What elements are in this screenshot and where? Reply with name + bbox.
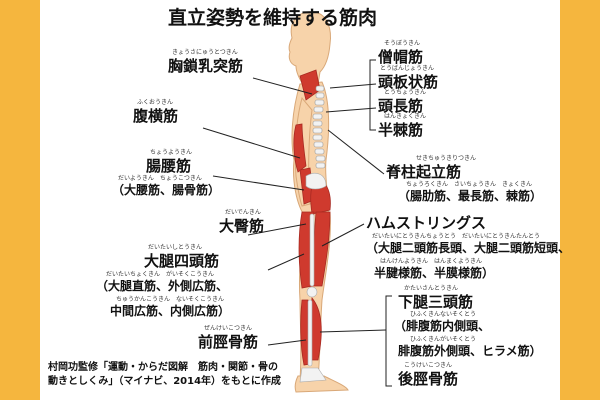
credit-line-1: 村岡功監修「運動・からだ図解 筋肉・関節・骨の [48, 362, 278, 373]
furigana-sternocleidomastoid: きょうさにゅうとつきん [172, 49, 238, 56]
furigana-splenius: とうばんじょうきん [380, 65, 435, 72]
label-tibialis-anterior: 前脛骨筋 [198, 333, 259, 351]
leader-lines [202, 59, 392, 387]
label-gluteus: 大臀筋 [219, 217, 265, 235]
femur-bone [309, 213, 315, 287]
label-quadriceps-sub2: 中間広筋、内側広筋） [110, 304, 231, 318]
pelvis-bone [305, 173, 327, 190]
label-splenius: 頭板状筋 [378, 73, 439, 91]
furigana-transversus: ふくおうきん [137, 99, 174, 106]
furigana-quadriceps-sub1: だいたいちょくきん がいそくこうきん [106, 271, 215, 278]
label-transversus: 腹横筋 [133, 107, 179, 125]
label-erector-spinae: 脊柱起立筋 [386, 163, 462, 181]
label-quadriceps: 大腿四頭筋 [144, 252, 220, 270]
label-triceps-surae-sub1: （腓腹筋内側頭、 [394, 319, 491, 333]
furigana-erector-spinae: せきちゅうきりつきん [416, 155, 477, 162]
furigana-trapezius: そうぼうきん [384, 40, 421, 47]
furigana-erector-spinae-sub: ちょうろくきん さいちょうきん きょくきん [406, 181, 533, 188]
label-triceps-surae: 下腿三頭筋 [398, 293, 474, 311]
label-iliopsoas: 腸腰筋 [146, 157, 192, 175]
knee-bone [306, 286, 318, 298]
spine [312, 85, 326, 169]
furigana-quadriceps-sub2: ちゅうかんこうきん ないそくこうきん [116, 296, 225, 303]
transversus-muscle [293, 123, 307, 173]
label-trapezius: 僧帽筋 [378, 48, 424, 66]
label-erector-spinae-sub: （腸肋筋、最長筋、棘筋） [398, 189, 543, 203]
furigana-quadriceps: だいたいしとうきん [148, 244, 203, 251]
label-longissimus-capitis: 頭長筋 [378, 97, 424, 115]
furigana-tibialis-posterior: こうけいこつきん [404, 362, 453, 369]
furigana-longissimus-capitis: とうちょうきん [384, 89, 427, 96]
tibia-bone [307, 299, 313, 367]
bones [299, 173, 327, 383]
furigana-iliopsoas-sub: だいようきん ちょうこつきん [118, 175, 202, 182]
furigana-hamstrings-sub2: はんけんようきん はんまくようきん [380, 258, 483, 265]
ankle-bone [299, 367, 327, 383]
label-triceps-surae-sub2: 腓腹筋外側頭、ヒラメ筋） [398, 344, 542, 358]
page-title: 直立姿勢を維持する筋肉 [168, 7, 378, 29]
furigana-gluteus: だいでんきん [225, 209, 261, 216]
furigana-tibialis-anterior: ぜんけいこつきん [204, 325, 253, 332]
label-semispinalis: 半棘筋 [378, 121, 424, 139]
furigana-semispinalis: はんきょくきん [384, 113, 427, 120]
credit-line-2: 動きとしくみ」（マイナビ、2014年）をもとに作成 [48, 376, 281, 387]
label-tibialis-posterior: 後脛骨筋 [398, 370, 459, 388]
furigana-iliopsoas: ちょうようきん [150, 149, 193, 156]
label-hamstrings-sub2: 半腱様筋、半膜様筋） [374, 266, 495, 280]
label-quadriceps-sub1: （大腿直筋、外側広筋、 [96, 279, 229, 293]
furigana-triceps-surae-sub1: ひふくきんないそくとう [410, 311, 477, 318]
label-hamstrings-sub1: （大腿二頭筋長頭、大腿二頭筋短頭、 [366, 241, 571, 255]
furigana-triceps-surae: かたいさんとうきん [404, 285, 459, 292]
label-iliopsoas-sub: （大腰筋、腸骨筋） [112, 183, 221, 197]
label-hamstrings: ハムストリングス [366, 214, 487, 232]
label-sternocleidomastoid: 胸鎖乳突筋 [168, 57, 244, 75]
furigana-triceps-surae-sub2: ひふくきんがいそくとう [410, 336, 477, 343]
furigana-hamstrings-sub1: だいたいにとうきんちょうとう だいたいにとうきんたんとう [372, 233, 541, 240]
